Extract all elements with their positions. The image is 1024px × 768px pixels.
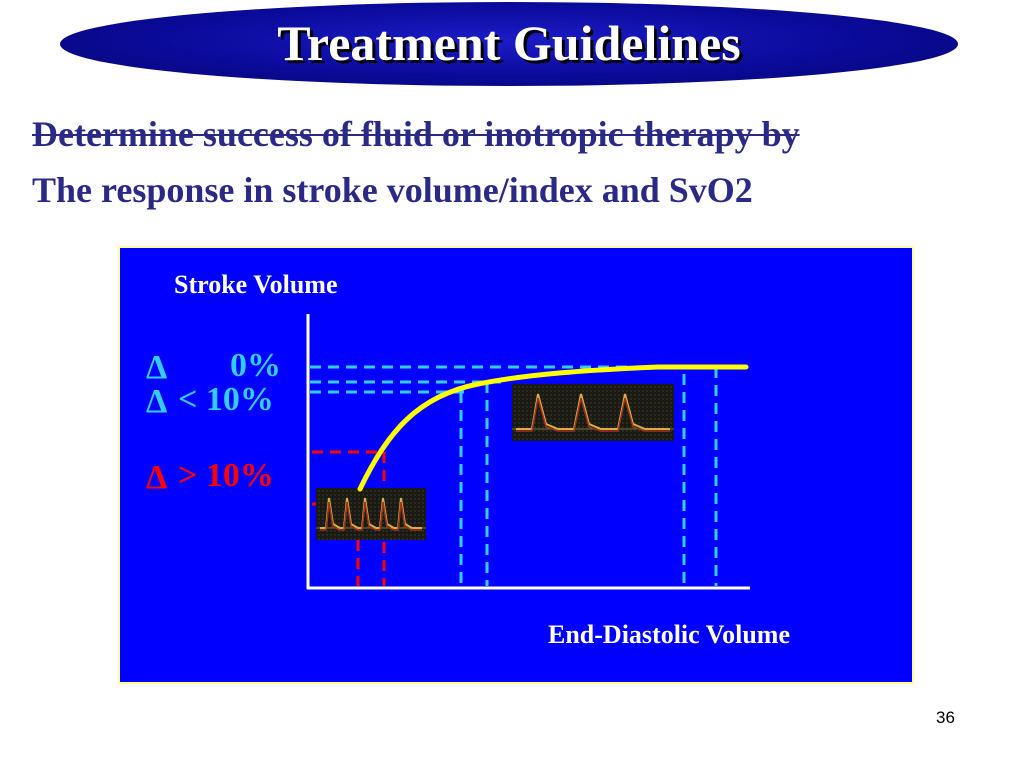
frank-starling-diagram: Stroke Volume End-Diastolic Volume Δ 0% … [118,246,914,684]
annotation-less-ten-percent: < 10% [178,381,274,418]
subtitle-line-2: The response in stroke volume/index and … [32,170,753,210]
y-axis-label: Stroke Volume [174,270,338,299]
x-axis-label: End-Diastolic Volume [548,620,790,649]
subtitle-line-1: Determine success of fluid or inotropic … [32,114,800,154]
stroke-volume-curve [357,364,749,492]
page-number: 36 [936,708,955,727]
diagram-svg: Stroke Volume End-Diastolic Volume Δ 0% … [118,246,914,684]
title-banner [60,2,958,86]
slide-subtitle: Determine success of fluid or inotropic … [32,106,1017,218]
ecg-waveform-small [316,488,426,540]
diagram-panel [118,246,914,684]
annotation-greater-ten-percent: > 10% [178,457,274,494]
delta-symbol-zero: Δ [146,349,167,386]
slide-title: Treatment Guidelines [277,15,741,71]
delta-symbol-less-ten: Δ [146,383,167,420]
annotation-zero-percent: 0% [230,347,281,384]
delta-symbol-greater-ten: Δ [146,459,167,496]
ecg-waveform-large [512,384,674,441]
